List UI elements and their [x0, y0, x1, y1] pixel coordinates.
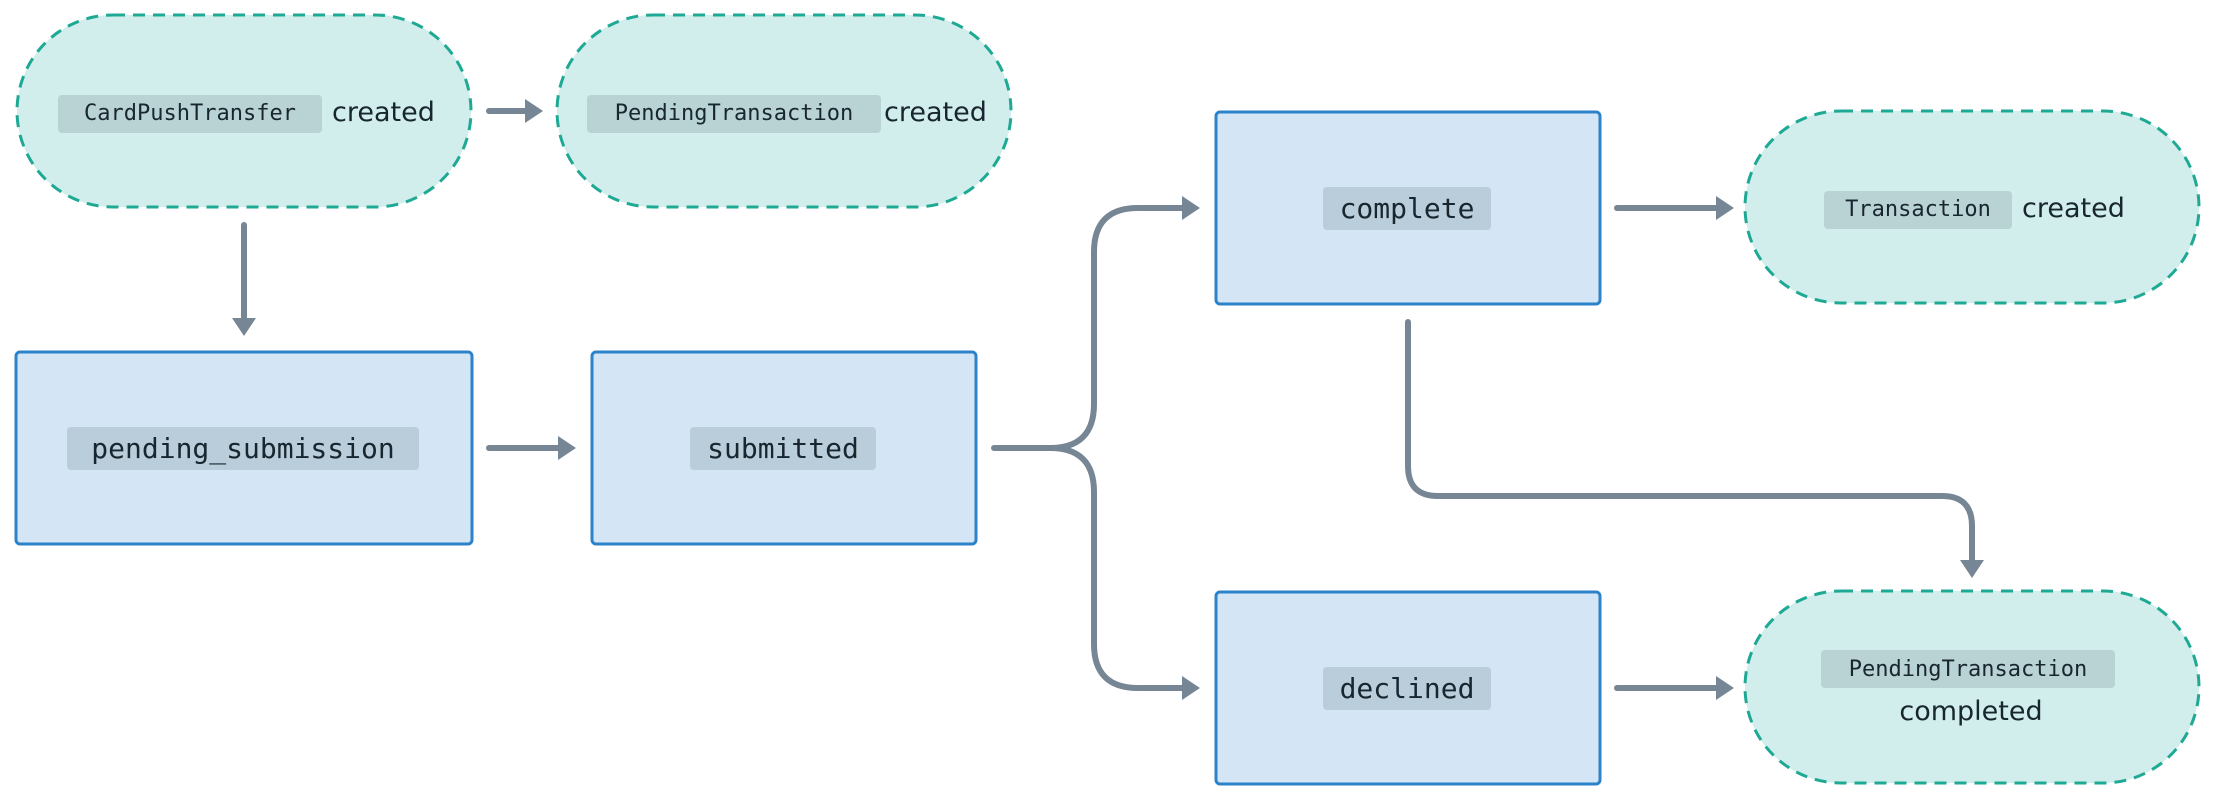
arrow-card-push-to-pending-created	[486, 99, 543, 123]
code-chip	[1323, 667, 1491, 710]
code-chip	[690, 427, 876, 470]
code-chip	[67, 427, 419, 470]
state-declined[interactable]: declined	[1214, 590, 1602, 786]
state-label: declined	[1340, 672, 1475, 705]
code-chip	[1824, 191, 2012, 229]
arrow-submitted-to-declined	[1047, 445, 1200, 700]
event-label: completed	[1899, 696, 2042, 727]
state-complete[interactable]: complete	[1214, 110, 1602, 306]
event-pending-transaction-created[interactable]: PendingTransaction created	[555, 13, 1013, 209]
arrow-submitted-to-complete	[991, 196, 1200, 451]
code-chip	[58, 95, 322, 133]
event-code: PendingTransaction	[1849, 657, 2087, 682]
event-label: created	[884, 97, 987, 128]
state-label: pending_submission	[91, 432, 394, 466]
event-code: Transaction	[1845, 197, 1991, 222]
code-chip	[1821, 650, 2115, 688]
code-chip	[1323, 187, 1491, 230]
event-label: created	[2022, 193, 2125, 224]
state-label: submitted	[707, 432, 859, 465]
state-label: complete	[1340, 192, 1475, 225]
event-pending-transaction-completed[interactable]: PendingTransaction completed	[1743, 589, 2201, 785]
arrow-pending-submission-to-submitted	[486, 436, 576, 460]
event-transaction-created[interactable]: Transaction created	[1743, 109, 2201, 305]
event-label: created	[332, 97, 435, 128]
code-chip	[587, 95, 881, 133]
event-code: CardPushTransfer	[84, 101, 296, 126]
arrow-complete-to-pending-completed	[1405, 319, 1984, 578]
state-submitted[interactable]: submitted	[590, 350, 978, 546]
arrow-declined-to-pending-completed	[1614, 676, 1734, 700]
arrow-complete-to-transaction-created	[1614, 196, 1734, 220]
event-code: PendingTransaction	[615, 101, 853, 126]
state-pending-submission[interactable]: pending_submission	[14, 350, 474, 546]
event-card-push-transfer-created[interactable]: CardPushTransfer created	[15, 13, 473, 209]
connectors	[232, 99, 1984, 700]
arrow-card-push-to-pending-submission	[232, 222, 256, 336]
